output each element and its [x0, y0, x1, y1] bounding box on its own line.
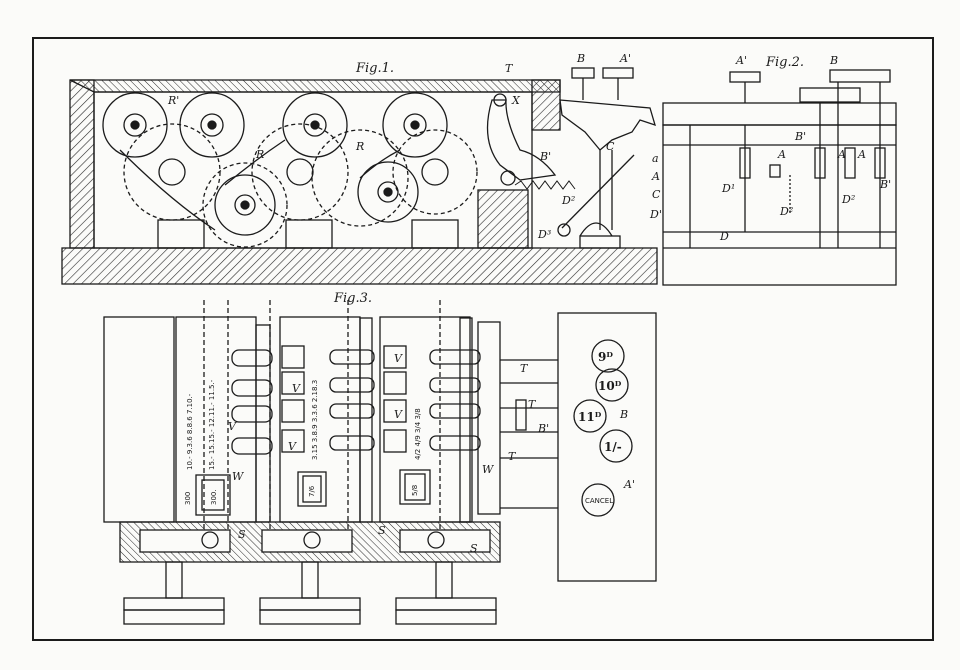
fig3-label-T1: T [520, 362, 529, 375]
fig2-label-D1: D¹ [721, 182, 735, 195]
fig1-label-C2: C [652, 188, 661, 201]
fig2-label-D: D [719, 230, 729, 243]
fig1-label-X: X [511, 94, 521, 107]
fig1-label-R2: R [355, 140, 364, 153]
key-1s[interactable] [599, 429, 633, 463]
fig3-drum1-col2: 15.- 15.15.- 12.11.- 11.5.- [208, 379, 216, 470]
fig2-label-A2: A [837, 148, 846, 161]
sheet-border [32, 37, 934, 641]
key-cancel[interactable] [581, 483, 615, 517]
fig2-label-D2b: D² [841, 193, 855, 206]
fig1-label-D3: D³ [537, 228, 551, 241]
fig2-label-A-prime: A' [735, 54, 747, 67]
fig3-label-W2: W [232, 470, 245, 483]
fig2-label-B: B [829, 54, 838, 67]
fig3-window-1 [195, 474, 231, 516]
fig2-label-B-prime2: B' [879, 178, 891, 191]
fig1-lever-T [486, 99, 557, 181]
fig1-label-B: B [576, 52, 585, 65]
fig3-drum1-window: 300. [210, 489, 218, 505]
fig3-window-2 [297, 471, 327, 507]
key-1s-label: 1/- [604, 440, 622, 454]
figure-3-labels: Fig.3. 10.- 9.3.6 8.8.6 7.10.- 15.- 15.1… [184, 291, 635, 555]
fig1-label-D2: D² [561, 194, 575, 207]
fig3-label-S2: S [378, 524, 386, 537]
fig2-title: Fig.2. [765, 55, 804, 70]
fig3-drum-block-2 [279, 316, 361, 523]
fig1-label-C: C [606, 140, 615, 153]
fig1-label-A: A [651, 170, 660, 183]
fig3-label-S3: S [470, 542, 478, 555]
fig1-label-R-prime: R' [167, 94, 179, 107]
drum-set-3 [311, 92, 478, 227]
key-9d[interactable] [591, 339, 625, 373]
fig3-label-B: B [619, 408, 628, 421]
figure-2 [662, 69, 897, 286]
fig3-label-B-prime: B' [537, 422, 549, 435]
fig3-label-V2: V [292, 382, 301, 395]
fig3-label-T3: T [508, 450, 517, 463]
fig1-label-a: a [652, 152, 659, 165]
fig1-label-T: T [505, 62, 514, 75]
fig3-label-V1: V [228, 420, 237, 433]
key-10d-label: 10ᴰ [598, 379, 622, 393]
fig3-drum1-bottom: 300 [184, 492, 192, 505]
fig3-label-A-prime: A' [623, 478, 635, 491]
key-11d[interactable] [573, 399, 607, 433]
fig1-label-D-prime: D' [649, 208, 662, 221]
fig1-left-wall [69, 79, 95, 249]
figure-2-labels: A' Fig.2. B B' A A A D¹ D² D² D B' [719, 54, 891, 243]
fig3-label-W1: W [482, 463, 495, 476]
figure-1 [61, 67, 658, 285]
figure-1-labels: Fig.1. T X R' R R B A' C B' a A C D² D' … [167, 52, 662, 241]
key-9d-label: 9ᴰ [598, 350, 613, 364]
fig3-drum2-col: 3.15 3.8.9 3.3.6 2.18.3 [311, 380, 319, 460]
fig2-label-A3: A [857, 148, 866, 161]
drum-set-2 [202, 92, 349, 248]
figure-3 [103, 300, 657, 625]
fig2-label-B-prime: B' [794, 130, 806, 143]
fig3-feet [123, 561, 497, 625]
fig2-label-A1: A [777, 148, 786, 161]
fig1-title: Fig.1. [355, 61, 394, 76]
fig1-lever-block [477, 189, 529, 249]
fig1-label-A-prime: A' [619, 52, 631, 65]
fig2-label-D2a: D² [779, 205, 793, 218]
fig3-gears [119, 521, 501, 563]
fig3-drum1-col1: 10.- 9.3.6 8.8.6 7.10.- [186, 393, 194, 470]
fig3-keyboard-panel [557, 312, 657, 582]
fig1-right-wall [531, 79, 561, 131]
fig1-label-R1: R [255, 148, 264, 161]
fig3-slots [231, 345, 481, 455]
drum-set-1 [102, 92, 276, 236]
key-10d[interactable] [595, 368, 629, 402]
fig1-label-B-prime: B' [539, 150, 551, 163]
key-11d-label: 11ᴰ [578, 410, 602, 424]
fig3-label-S1: S [238, 528, 246, 541]
fig1-top-cover [69, 79, 561, 93]
fig3-title: Fig.3. [333, 291, 372, 306]
fig3-label-V3: V [288, 440, 297, 453]
fig3-drum2-window: 7/6 [308, 485, 316, 497]
fig3-drum3-window: 5/8 [411, 485, 419, 496]
fig3-drum-left [103, 316, 175, 523]
fig3-window-3 [399, 469, 431, 505]
fig3-key-bars [477, 321, 501, 515]
fig3-label-V5: V [394, 408, 403, 421]
fig3-label-T2: T [528, 398, 537, 411]
key-cancel-label: CANCEL [585, 497, 613, 505]
fig1-spring [514, 180, 576, 190]
fig1-key-mechanism [557, 67, 656, 249]
fig3-drum3-col: 4/2 4/9 3/4 3/8 [414, 408, 422, 460]
fig1-base [61, 247, 658, 285]
fig3-label-V4: V [394, 352, 403, 365]
